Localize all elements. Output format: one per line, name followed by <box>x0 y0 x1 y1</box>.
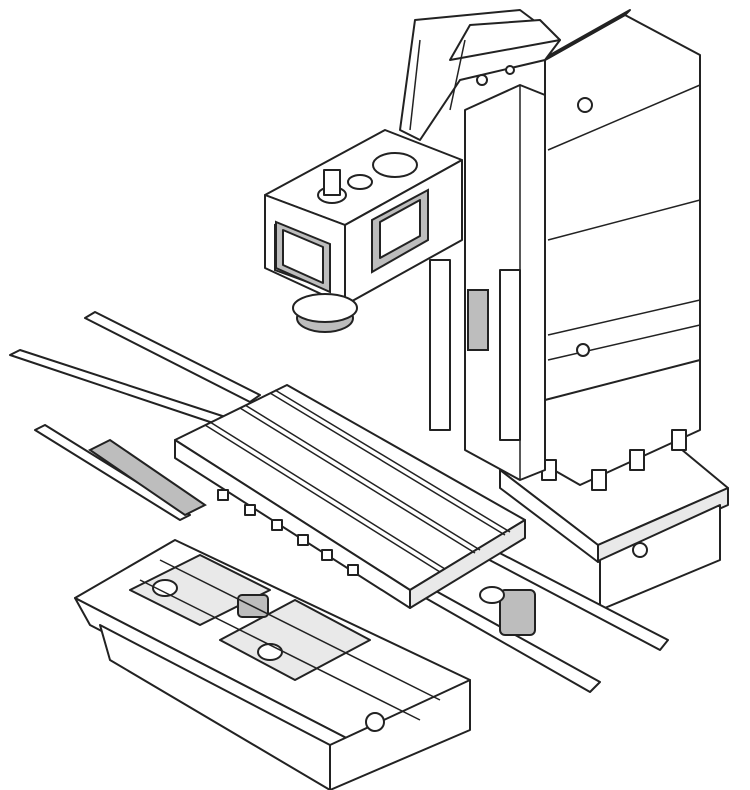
t-slots <box>204 389 511 573</box>
machine-table <box>174 384 536 636</box>
column <box>399 9 701 491</box>
machine-base <box>74 539 471 790</box>
guide-rails <box>9 311 669 693</box>
spindle-head <box>264 129 463 333</box>
